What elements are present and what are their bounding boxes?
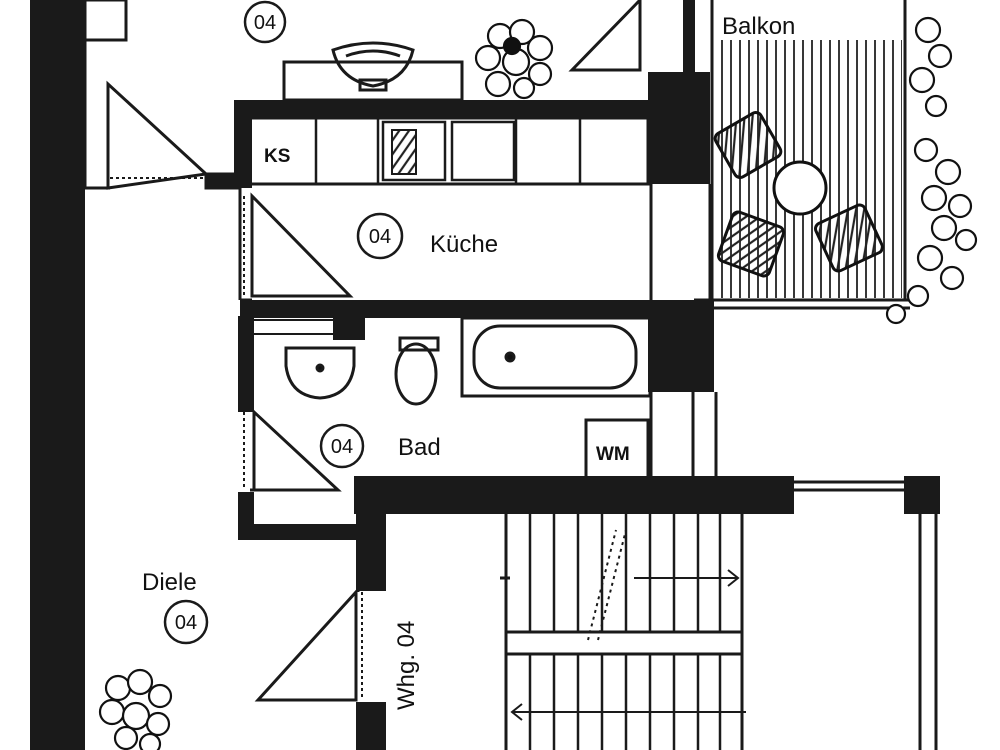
- entry-wall: [356, 476, 386, 591]
- plant-icon: [98, 668, 173, 750]
- ks-label: KS: [264, 146, 290, 167]
- top-door: [568, 0, 642, 72]
- kueche-number: 04: [369, 226, 391, 248]
- bath-right-pillar: [648, 300, 714, 392]
- patio-table-icon: [772, 160, 828, 216]
- balkon-label: Balkon: [722, 13, 795, 40]
- diele-label: Diele: [142, 569, 197, 596]
- bath-left-wall: [238, 316, 254, 412]
- entry-wall-lower: [356, 702, 386, 750]
- washing-machine: [584, 418, 650, 484]
- apartment-label: Whg. 04: [393, 621, 420, 710]
- top-right-post: [683, 0, 695, 72]
- kitchen-divider-small: [333, 318, 365, 340]
- thin-walls: [82, 0, 938, 750]
- toilet-icon: [394, 336, 440, 406]
- stair-top-wall: [354, 476, 794, 514]
- top-counter: [282, 41, 464, 102]
- kitchen-top-wall: [234, 100, 654, 118]
- kitchen-right-pillar: [648, 72, 710, 184]
- bath-door: [252, 408, 342, 492]
- corner-pillar: [904, 476, 940, 514]
- sink-icon: [284, 346, 356, 400]
- patio-chair-icon: [713, 111, 884, 278]
- doors: [106, 0, 642, 702]
- kueche-marker: 04: [356, 212, 404, 260]
- diele-marker: 04: [163, 599, 209, 645]
- balcony: [713, 0, 978, 325]
- room-top-number: 04: [254, 12, 276, 34]
- kitchen-door: [250, 192, 354, 298]
- stove-icon: [392, 130, 416, 174]
- sink-icon: [331, 41, 415, 92]
- entry-door: [254, 588, 358, 702]
- staircase: [500, 514, 746, 750]
- kueche-label: Küche: [430, 231, 498, 258]
- kitchen-counter: [248, 116, 650, 186]
- bath-bottom-wall-left: [238, 524, 358, 540]
- plant-icon: [885, 16, 978, 325]
- bathroom-fixtures: [284, 316, 652, 484]
- plant-icon: [474, 18, 554, 100]
- kitchen-left-wall: [234, 100, 252, 188]
- bathtub-icon: [460, 316, 652, 398]
- bad-label: Bad: [398, 434, 441, 461]
- room-top-marker: 04: [243, 0, 287, 44]
- bad-number: 04: [331, 436, 353, 458]
- left-outer-wall: [30, 0, 85, 750]
- bad-marker: 04: [319, 423, 365, 469]
- kitchen-bath-wall: [240, 300, 650, 318]
- diele-number: 04: [175, 612, 197, 634]
- walls: [30, 0, 940, 750]
- wm-label: WM: [596, 444, 630, 465]
- hall-door: [106, 80, 210, 190]
